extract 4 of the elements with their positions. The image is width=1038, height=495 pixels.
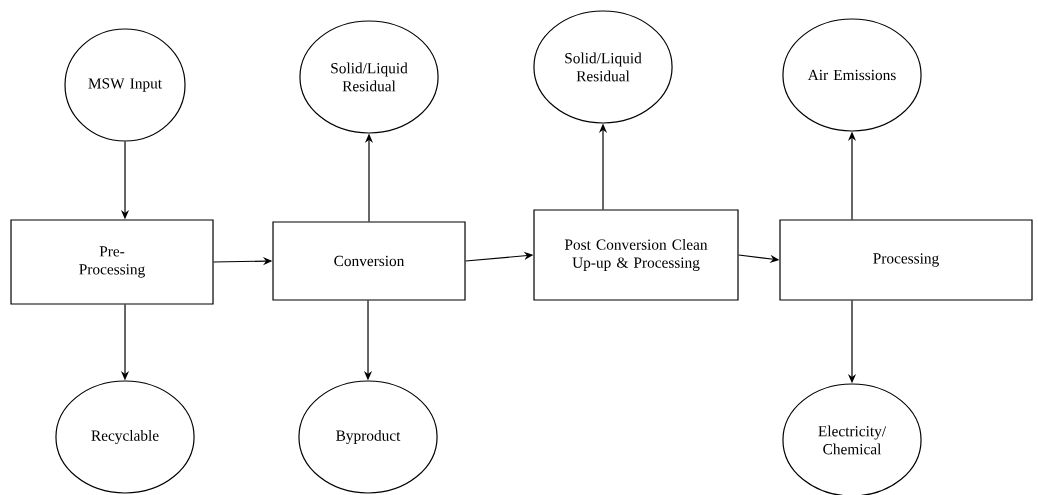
process-box: Processing	[779, 219, 1033, 301]
process-box: Conversion	[272, 221, 466, 301]
process-box: Post Conversion Clean Up-up & Processing	[533, 209, 739, 301]
process-box: Pre- Processing	[10, 219, 214, 305]
